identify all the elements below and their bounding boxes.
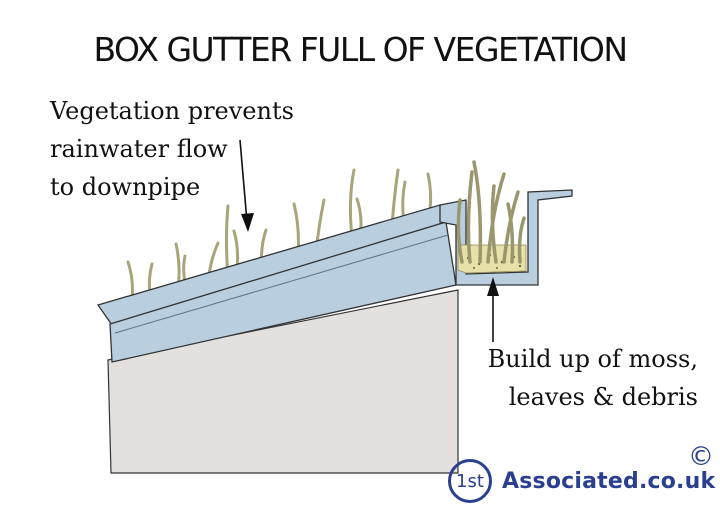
debris-annotation-line-1: Build up of moss, (487, 345, 698, 373)
vegetation-annotation-line-2: rainwater flow (50, 135, 228, 163)
logo-text: Associated.co.uk (502, 468, 716, 494)
debris-arrow (487, 277, 499, 342)
vegetation-annotation-line-1: Vegetation prevents (50, 97, 294, 125)
vegetation-annotation-line-3: to downpipe (50, 173, 201, 201)
logo-badge: 1st (448, 459, 492, 503)
diagram-title: BOX GUTTER FULL OF VEGETATION (93, 30, 628, 69)
box-gutter-section (439, 189, 573, 286)
copyright-mark: © (688, 442, 714, 472)
vegetation-arrow (239, 139, 254, 232)
moss-clump (456, 160, 526, 264)
debris-annotation: Build up of moss, leaves & debris (488, 340, 698, 416)
debris-fill (457, 244, 527, 274)
vegetation-annotation: Vegetation prevents rainwater flow to do… (50, 92, 294, 206)
debris-annotation-line-2: leaves & debris (508, 383, 698, 411)
logo: 1st Associated.co.uk (448, 456, 715, 506)
